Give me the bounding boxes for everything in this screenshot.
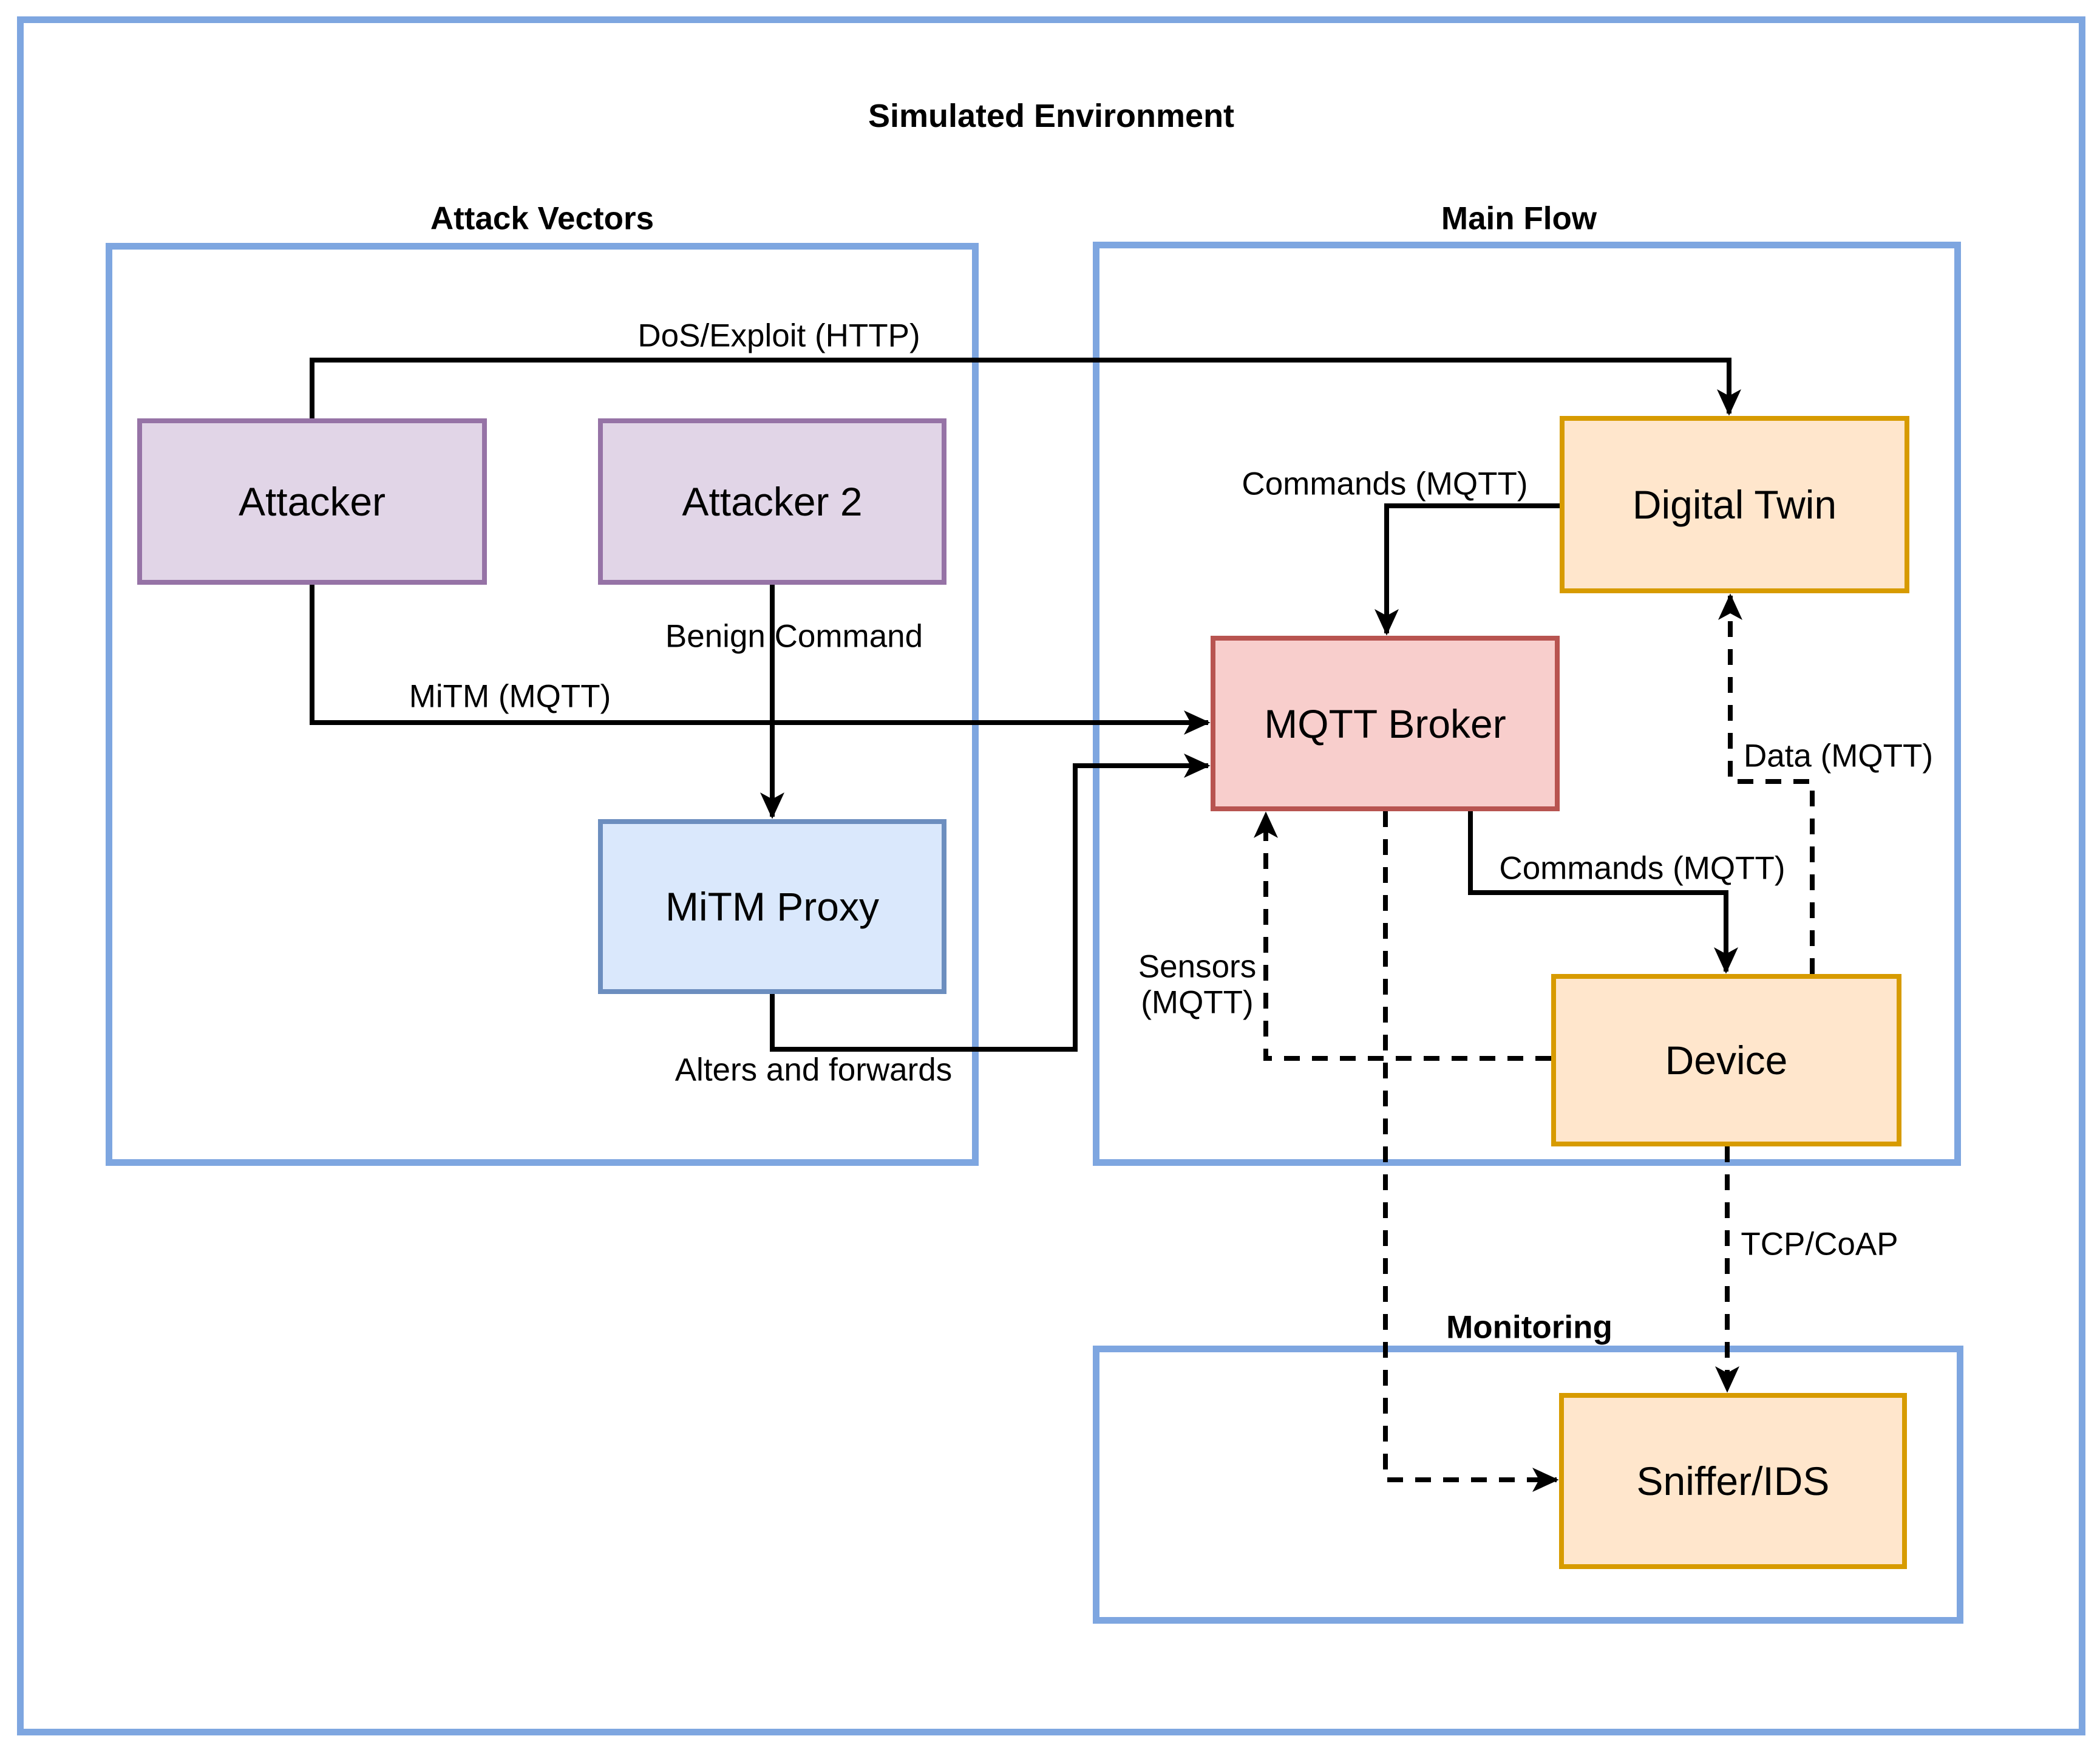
attack-vectors-section xyxy=(106,243,979,1166)
main-flow-label: Main Flow xyxy=(1441,200,1597,237)
edge-dos-exploit xyxy=(310,358,1741,418)
node-attacker-label: Attacker xyxy=(238,479,386,524)
edge-label-dos-exploit: DoS/Exploit (HTTP) xyxy=(637,318,920,354)
edge-sensors-mqtt xyxy=(1254,811,1551,1061)
node-sniffer-ids: Sniffer/IDS xyxy=(1559,1393,1907,1569)
edge-broker-to-sniffer xyxy=(1383,811,1559,1492)
node-digital-twin-label: Digital Twin xyxy=(1632,482,1837,527)
node-attacker-2: Attacker 2 xyxy=(598,418,946,585)
node-mqtt-broker: MQTT Broker xyxy=(1211,636,1560,811)
edge-label-alters-and-forwards: Alters and forwards xyxy=(675,1052,953,1088)
edge-label-mitm-mqtt: MiTM (MQTT) xyxy=(409,678,611,715)
node-device: Device xyxy=(1551,974,1901,1146)
edge-label-tcp-coap: TCP/CoAP xyxy=(1741,1226,1898,1262)
node-mqtt-broker-label: MQTT Broker xyxy=(1264,701,1506,746)
edge-label-data-mqtt: Data (MQTT) xyxy=(1743,738,1934,774)
monitoring-label: Monitoring xyxy=(1446,1309,1612,1346)
edge-label-sensors-mqtt: Sensors (MQTT) xyxy=(1138,948,1257,1021)
monitoring-section xyxy=(1093,1346,1963,1624)
node-attacker: Attacker xyxy=(137,418,487,585)
node-mitm-proxy: MiTM Proxy xyxy=(598,819,946,994)
node-device-label: Device xyxy=(1665,1038,1788,1083)
edge-label-commands-to-broker: Commands (MQTT) xyxy=(1242,466,1528,502)
node-attacker-2-label: Attacker 2 xyxy=(682,479,863,524)
edge-mitm-mqtt xyxy=(310,585,1211,735)
edge-commands-to-device xyxy=(1468,811,1738,974)
diagram-title: Simulated Environment xyxy=(868,98,1235,134)
attack-vectors-label: Attack Vectors xyxy=(430,200,654,237)
edge-alters-and-forwards xyxy=(770,754,1211,1052)
main-flow-section xyxy=(1093,242,1961,1166)
node-mitm-proxy-label: MiTM Proxy xyxy=(665,884,879,929)
node-digital-twin: Digital Twin xyxy=(1560,416,1909,593)
edge-data-mqtt xyxy=(1718,593,1815,974)
edge-label-commands-to-device: Commands (MQTT) xyxy=(1499,850,1786,887)
simulated-environment-frame xyxy=(17,16,2085,1735)
edge-commands-to-broker xyxy=(1375,503,1560,636)
edge-label-benign-command: Benign Command xyxy=(665,618,923,655)
node-sniffer-ids-label: Sniffer/IDS xyxy=(1636,1459,1830,1503)
